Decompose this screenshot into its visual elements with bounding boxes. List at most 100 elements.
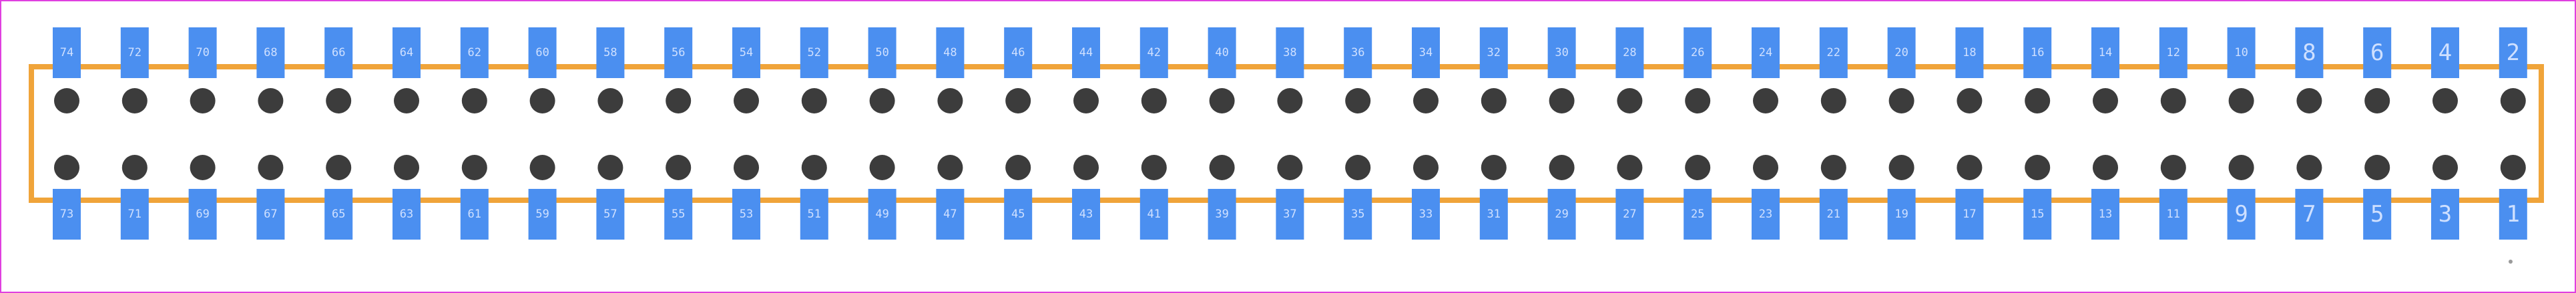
pad-label-32: 32 [1487,46,1501,59]
pad-label-20: 20 [1894,46,1908,59]
bottom-hole-3 [2432,155,2458,180]
pad-8 [2295,27,2324,78]
pad-10 [2227,27,2256,78]
pad-69 [188,189,217,240]
pad-1 [2499,189,2527,240]
pad-label-29: 29 [1555,208,1568,221]
pad-label-46: 46 [1011,46,1025,59]
top-hole-68 [258,88,284,113]
top-hole-6 [2364,88,2390,113]
top-hole-18 [1957,88,1983,113]
pad-64 [393,27,421,78]
pad-label-41: 41 [1147,208,1161,221]
bottom-hole-63 [394,155,419,180]
pad-46 [1004,27,1033,78]
pad-55 [664,189,693,240]
pad-28 [1615,27,1644,78]
pad-68 [256,27,285,78]
bottom-hole-47 [937,155,963,180]
top-hole-8 [2296,88,2322,113]
component-outline [29,64,2544,203]
bottom-hole-21 [1820,155,1846,180]
pad-label-68: 68 [264,46,277,59]
pad-label-65: 65 [332,208,345,221]
pad-52 [800,27,828,78]
bottom-hole-11 [2160,155,2186,180]
pad-42 [1139,27,1168,78]
pad-label-42: 42 [1147,46,1161,59]
pad-label-36: 36 [1351,46,1364,59]
pad-61 [460,189,489,240]
bottom-hole-27 [1617,155,1643,180]
top-hole-2 [2500,88,2526,113]
pad-label-70: 70 [196,46,209,59]
pad-label-67: 67 [264,208,277,221]
pad-12 [2159,27,2187,78]
top-hole-24 [1753,88,1778,113]
top-hole-40 [1209,88,1235,113]
pad-label-10: 10 [2234,46,2248,59]
pad-41 [1139,189,1168,240]
pad-40 [1208,27,1236,78]
bottom-hole-67 [258,155,284,180]
pad-label-4: 4 [2438,39,2452,66]
top-hole-12 [2160,88,2186,113]
top-hole-44 [1073,88,1099,113]
pad-label-74: 74 [60,46,73,59]
pad-38 [1276,27,1304,78]
pad-label-25: 25 [1691,208,1704,221]
pad-57 [596,189,625,240]
pad-19 [1887,189,1916,240]
pad-63 [393,189,421,240]
bottom-hole-25 [1685,155,1711,180]
bottom-hole-73 [54,155,79,180]
pad-label-51: 51 [808,208,821,221]
pad-label-11: 11 [2167,208,2180,221]
pad-21 [1819,189,1848,240]
pad-9 [2227,189,2256,240]
pad-23 [1752,189,1780,240]
pad-label-61: 61 [468,208,481,221]
pad-label-53: 53 [740,208,753,221]
pad-label-3: 3 [2438,201,2452,228]
bottom-hole-35 [1345,155,1371,180]
pad-7 [2295,189,2324,240]
pad-label-37: 37 [1283,208,1296,221]
pad-60 [528,27,557,78]
bottom-hole-7 [2296,155,2322,180]
bottom-hole-row [54,155,2526,180]
top-hole-30 [1549,88,1575,113]
top-hole-72 [121,88,148,113]
pad-50 [868,27,896,78]
pad-label-24: 24 [1759,46,1772,59]
pad-label-28: 28 [1623,46,1636,59]
pad-15 [2023,189,2052,240]
pad-label-17: 17 [1963,208,1976,221]
pad-label-48: 48 [943,46,957,59]
pad-label-5: 5 [2370,201,2384,228]
pad-32 [1479,27,1508,78]
top-hole-56 [666,88,692,113]
top-hole-20 [1888,88,1914,113]
top-hole-62 [461,88,487,113]
pad-label-56: 56 [672,46,685,59]
pad-label-18: 18 [1963,46,1976,59]
pad-2 [2499,27,2527,78]
pad-31 [1479,189,1508,240]
bottom-hole-59 [529,155,555,180]
pad-6 [2363,27,2392,78]
pad-label-19: 19 [1894,208,1908,221]
pad-label-62: 62 [468,46,481,59]
bottom-hole-43 [1073,155,1099,180]
pad-label-71: 71 [128,208,142,221]
pad-label-44: 44 [1079,46,1093,59]
pad-label-2: 2 [2507,39,2520,66]
pad-label-26: 26 [1691,46,1704,59]
pad-48 [936,27,965,78]
pad-45 [1004,189,1033,240]
pad-36 [1344,27,1372,78]
top-hole-64 [394,88,419,113]
